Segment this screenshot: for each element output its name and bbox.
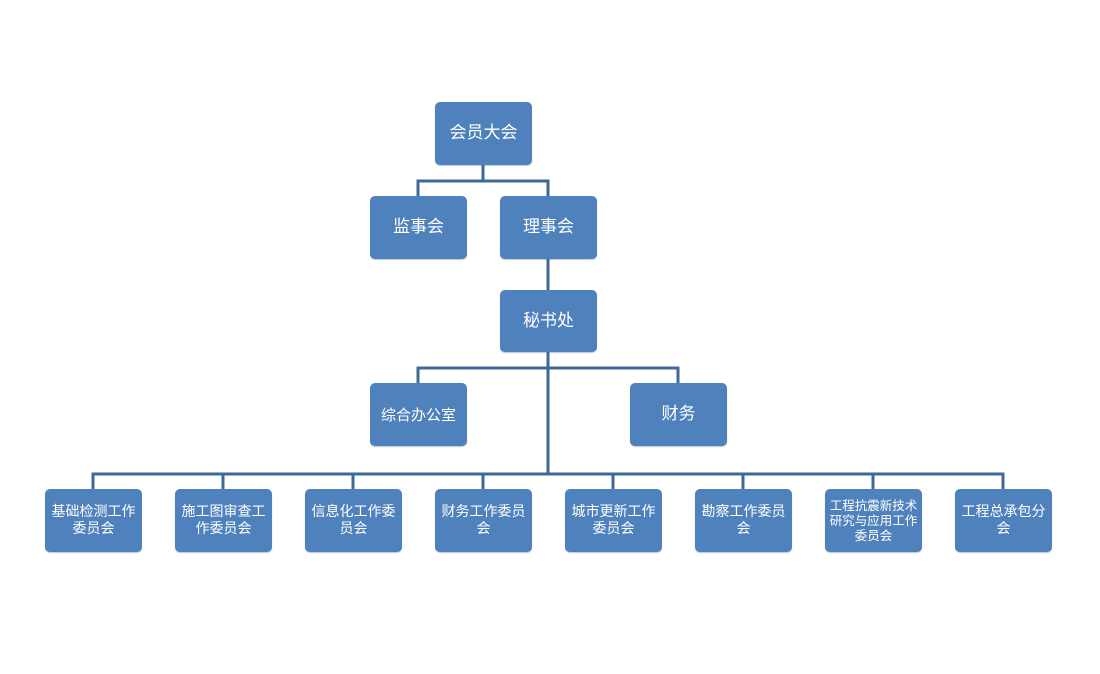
node-committee-seismic-tech: 工程抗震新技术研究与应用工作委员会 xyxy=(825,489,922,552)
node-general-office: 综合办公室 xyxy=(370,383,467,446)
node-finance: 财务 xyxy=(630,383,727,446)
node-epc-branch: 工程总承包分会 xyxy=(955,489,1052,552)
node-council: 理事会 xyxy=(500,196,597,259)
node-secretariat: 秘书处 xyxy=(500,290,597,352)
node-committee-informatization: 信息化工作委员会 xyxy=(305,489,402,552)
node-general-assembly: 会员大会 xyxy=(435,102,532,165)
node-committee-urban-renewal: 城市更新工作委员会 xyxy=(565,489,662,552)
node-supervisory-board: 监事会 xyxy=(370,196,467,259)
node-committee-drawing-review: 施工图审查工作委员会 xyxy=(175,489,272,552)
node-committee-survey: 勘察工作委员会 xyxy=(695,489,792,552)
node-committee-finance: 财务工作委员会 xyxy=(435,489,532,552)
node-committee-foundation-testing: 基础检测工作委员会 xyxy=(45,489,142,552)
